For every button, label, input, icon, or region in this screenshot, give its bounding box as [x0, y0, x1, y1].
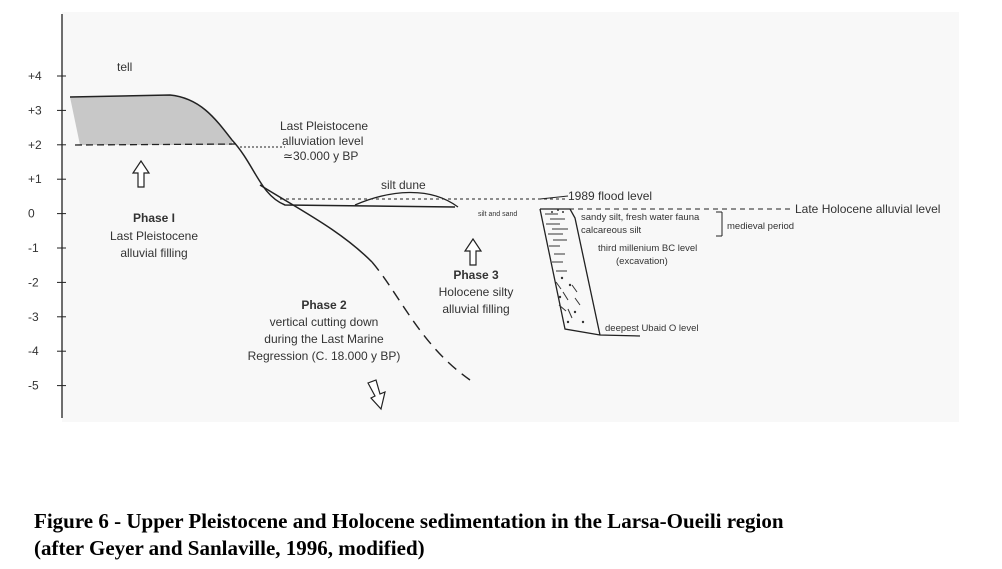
- sedimentation-diagram: +4+3+2+10-1-2-3-4-5 tell Last Plei: [0, 0, 1002, 500]
- flood-level-label: 1989 flood level: [568, 189, 652, 203]
- third-millennium-label-2: (excavation): [616, 256, 668, 267]
- sandy-silt-label: sandy silt, fresh water fauna: [581, 212, 700, 223]
- y-tick-label: +1: [28, 172, 42, 186]
- phase1-line-1: Last Pleistocene: [110, 229, 198, 243]
- phase3-line-2: alluvial filling: [442, 302, 509, 316]
- figure-caption: Figure 6 - Upper Pleistocene and Holocen…: [34, 508, 994, 562]
- y-tick-label: -3: [28, 310, 39, 324]
- y-tick-label: -4: [28, 344, 39, 358]
- silt-dune-label: silt dune: [381, 178, 426, 192]
- y-tick-label: +3: [28, 103, 42, 117]
- last-pleistocene-label-2: alluviation level: [282, 134, 363, 148]
- caption-line-1: Figure 6 - Upper Pleistocene and Holocen…: [34, 509, 784, 533]
- y-tick-label: +2: [28, 138, 42, 152]
- last-pleistocene-label-1: Last Pleistocene: [280, 119, 368, 133]
- phase2-line-2: during the Last Marine: [264, 332, 384, 346]
- calcareous-silt-label: calcareous silt: [581, 225, 642, 236]
- third-millennium-label-1: third millenium BC level: [598, 243, 697, 254]
- y-axis-ticks: +4 +3 +2 +1 0 -1 -2 -3 -4 -5: [28, 69, 66, 393]
- late-holocene-label: Late Holocene alluvial level: [795, 202, 940, 216]
- phase2-line-1: vertical cutting down: [270, 315, 379, 329]
- deepest-ubaid-label: deepest Ubaid O level: [605, 323, 698, 334]
- medieval-period-label: medieval period: [727, 221, 794, 232]
- caption-line-2: (after Geyer and Sanlaville, 1996, modif…: [34, 536, 425, 560]
- y-tick-label: +4: [28, 69, 42, 83]
- phase3-title: Phase 3: [453, 268, 499, 282]
- y-tick-label: -1: [28, 241, 39, 255]
- phase2-line-3: Regression (C. 18.000 y BP): [248, 349, 401, 363]
- last-pleistocene-label-3: ≃30.000 y BP: [283, 149, 358, 163]
- phase3-line-1: Holocene silty: [439, 285, 514, 299]
- phase2-title: Phase 2: [301, 298, 347, 312]
- y-tick-label: 0: [28, 207, 35, 221]
- phase1-line-2: alluvial filling: [120, 246, 187, 260]
- silt-and-sand-label: silt and sand: [478, 211, 517, 218]
- y-tick-label: -2: [28, 275, 39, 289]
- phase1-title: Phase I: [133, 211, 175, 225]
- y-tick-label: -5: [28, 379, 39, 393]
- tell-label: tell: [117, 60, 132, 74]
